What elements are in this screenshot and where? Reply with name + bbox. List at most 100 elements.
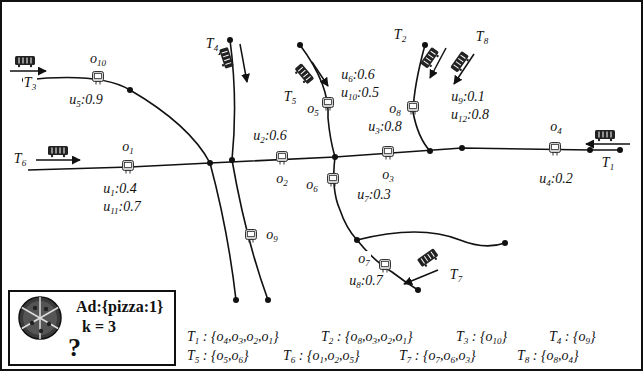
- trajectory-list: T6 : {o1,o2,o5}: [282, 348, 361, 366]
- subscript: 2: [388, 336, 393, 346]
- map-label: T3: [23, 75, 37, 93]
- subscript: 4: [214, 43, 219, 53]
- map-label: T4: [205, 36, 219, 54]
- subscript: 5: [314, 108, 319, 118]
- subscript: 1: [110, 188, 115, 198]
- map-label: o6: [305, 177, 319, 195]
- trajectory-list: T2 : {o8,o3,o2,o1}: [320, 329, 414, 347]
- subscript: 8: [484, 36, 489, 46]
- subscript: 5: [350, 355, 355, 365]
- subscript: 5: [292, 96, 297, 106]
- trajectories: [10, 44, 630, 284]
- map-label: T1: [601, 155, 615, 173]
- map-label: T5: [283, 89, 297, 107]
- ad-text: Ad:{pizza:1}: [76, 298, 163, 316]
- map-label: u9:0.1: [450, 89, 486, 107]
- subscript: 6: [22, 158, 27, 168]
- map-label: u6:0.6: [340, 67, 376, 85]
- subscript: 1: [610, 162, 615, 172]
- map-label: u12:0.8: [450, 107, 490, 125]
- subscript: 5: [195, 355, 200, 365]
- subscript: 3: [375, 126, 380, 136]
- trajectory-list: T8 : {o8,o4}: [516, 348, 580, 366]
- subscript: 9: [586, 336, 591, 346]
- subscript: 3: [464, 336, 469, 346]
- map-label: u11:0.7: [102, 199, 142, 217]
- subscript: 3: [389, 174, 394, 184]
- subscript: 5: [76, 99, 81, 109]
- subscript: 4: [224, 336, 229, 346]
- subscript: 1: [403, 336, 408, 346]
- subscript: 4: [557, 126, 562, 136]
- billboards: [93, 72, 561, 273]
- query-mark: ?: [68, 334, 81, 363]
- map-label: o1: [121, 139, 135, 157]
- subscript: 8: [554, 355, 559, 365]
- subscript: 10: [97, 58, 106, 68]
- subscript: 6: [313, 184, 318, 194]
- map-label: T2: [393, 27, 407, 45]
- map-label: u1:0.4: [102, 181, 138, 199]
- subscript: 2: [329, 336, 334, 346]
- subscript: 7: [458, 274, 463, 284]
- subscript: 2: [402, 34, 407, 44]
- subscript: 6: [451, 355, 456, 365]
- subscript: 8: [396, 108, 401, 118]
- junction-dots: [22, 37, 623, 303]
- map-label: o3: [381, 167, 395, 185]
- subscript: 2: [283, 178, 288, 188]
- subscript: 6: [348, 74, 353, 84]
- subscript: 3: [466, 355, 471, 365]
- trajectory-list: T4 : {o9}: [548, 329, 597, 347]
- map-label: u10:0.5: [340, 85, 380, 103]
- map-label: T8: [475, 29, 489, 47]
- subscript: 6: [291, 355, 296, 365]
- subscript: 7: [365, 258, 370, 268]
- subscript: 1: [269, 336, 274, 346]
- subscript: 3: [373, 336, 378, 346]
- subscript: 2: [260, 135, 265, 145]
- trajectory-list: T5 : {o5,o6}: [186, 348, 250, 366]
- subscript: 6: [239, 355, 244, 365]
- map-label: o10: [89, 51, 107, 69]
- map-label: T7: [449, 267, 463, 285]
- map-label: u5:0.9: [68, 92, 104, 110]
- subscript: 5: [224, 355, 229, 365]
- map-label: o8: [388, 101, 402, 119]
- map-label: o9: [265, 227, 279, 245]
- map-label: u2:0.6: [252, 128, 288, 146]
- subscript: 11: [110, 206, 118, 216]
- subscript: 10: [493, 336, 502, 346]
- pizza-icon: [19, 297, 61, 339]
- subscript: 8: [358, 336, 363, 346]
- subscript: 7: [407, 355, 412, 365]
- subscript: 1: [320, 355, 325, 365]
- subscript: 2: [335, 355, 340, 365]
- map-label: o2: [275, 171, 289, 189]
- subscript: 7: [436, 355, 441, 365]
- subscript: 2: [254, 336, 259, 346]
- subscript: 9: [273, 234, 278, 244]
- ad-text: k = 3: [82, 318, 116, 336]
- map-label: T6: [13, 151, 27, 169]
- map-label: u7:0.3: [356, 187, 392, 205]
- subscript: 12: [458, 114, 467, 124]
- subscript: 8: [525, 355, 530, 365]
- ad-query-box: Ad:{pizza:1} k = 3?: [8, 290, 176, 366]
- subscript: 10: [348, 92, 357, 102]
- trajectory-list: T1 : {o4,o3,o2,o1}: [186, 329, 280, 347]
- trajectory-list: T3 : {o10}: [455, 329, 508, 347]
- subscript: 3: [239, 336, 244, 346]
- trajectory-list: T7 : {o7,o6,o3}: [398, 348, 477, 366]
- map-label: o7: [357, 251, 371, 269]
- map-label: u3:0.8: [367, 119, 403, 137]
- subscript: 3: [32, 82, 37, 92]
- subscript: 7: [364, 194, 369, 204]
- subscript: 8: [356, 280, 361, 290]
- subscript: 4: [557, 336, 562, 346]
- subscript: 4: [569, 355, 574, 365]
- map-label: o5: [306, 101, 320, 119]
- subscript: 1: [195, 336, 200, 346]
